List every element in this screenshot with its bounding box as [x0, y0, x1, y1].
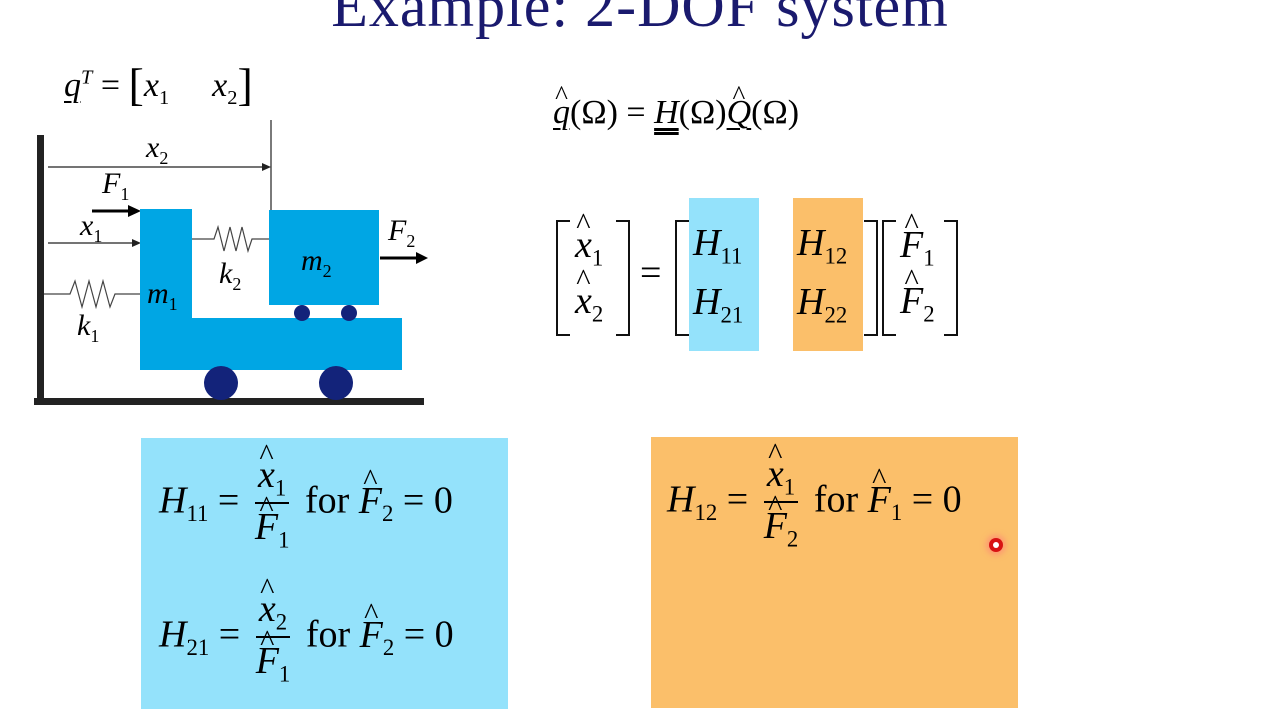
h21-definition: H21 = x2 F1 for F2 = 0 [159, 572, 454, 688]
right-bracket: ] [237, 59, 253, 110]
omega-arg-3: (Ω) [751, 94, 800, 131]
matrix-equals: = [640, 252, 662, 294]
x-vector-right-bracket [616, 220, 630, 336]
h-matrix-right-bracket [864, 220, 878, 336]
h21-fraction: x2 F1 [255, 572, 291, 688]
x1-symbol: x [143, 67, 159, 104]
mass-m1 [140, 209, 402, 370]
h22: H22 [797, 281, 848, 328]
spring-k1 [44, 278, 140, 310]
label-m2: m2 [301, 244, 332, 281]
x2-hat: x2 [575, 263, 603, 328]
x1-arrowhead [132, 239, 141, 247]
wall [37, 135, 44, 405]
wheel-m2-left [294, 305, 310, 321]
x2-arrowhead [262, 163, 271, 171]
f1-hat: F1 [900, 207, 935, 272]
omega-arg-1: (Ω) [570, 94, 618, 131]
h11-fraction: x1 F1 [254, 438, 290, 554]
x1-sub: 1 [158, 86, 170, 109]
q-vector-definition: qT = [x1 x2] [64, 58, 253, 111]
f-vector-left-bracket [882, 220, 896, 336]
q-hat-force-symbol: Q [727, 80, 752, 132]
h-column-2-highlight [793, 198, 863, 351]
f2-hat: F2 [900, 263, 935, 328]
omega-arg-2: (Ω) [678, 94, 727, 131]
f1-arrowhead [128, 205, 141, 217]
h12-definition: H12 = x1 F2 for F1 = 0 [667, 437, 962, 553]
x1-hat: x1 [575, 207, 603, 272]
h12-fraction: x1 F2 [763, 437, 799, 553]
ground [34, 398, 424, 405]
x2-symbol: x [212, 67, 228, 104]
equals-sign: = [100, 67, 121, 104]
orange-definition-box: H12 = x1 F2 for F1 = 0 [651, 437, 1018, 708]
x-vector-left-bracket [556, 220, 570, 336]
laser-pointer-icon [989, 538, 1003, 552]
h21: H21 [693, 281, 744, 328]
matrix-equation: x1 x2 = H11 H12 H21 H22 F1 F2 [550, 195, 970, 355]
frf-equation: q(Ω) = H(Ω)Q(Ω) [553, 80, 800, 132]
h11-definition: H11 = x1 F1 for F2 = 0 [159, 438, 453, 554]
left-bracket: [ [128, 59, 144, 110]
label-F2: F2 [387, 214, 415, 251]
h12: H12 [797, 222, 848, 269]
q-symbol: q [64, 67, 81, 104]
h-matrix-symbol: H [654, 94, 679, 131]
label-k1: k1 [77, 309, 99, 346]
label-k2: k2 [219, 257, 241, 294]
blue-definition-box: H11 = x1 F1 for F2 = 0 H21 = x2 F1 for F… [141, 438, 508, 709]
label-x1: x1 [79, 209, 102, 246]
h-matrix-left-bracket [675, 220, 689, 336]
label-x2: x2 [145, 131, 168, 168]
wheel-m2-right [341, 305, 357, 321]
two-dof-diagram: x2 F1 x1 F2 m2 k2 m1 k1 [34, 120, 428, 405]
slide-title: Example: 2-DOF system [331, 0, 949, 39]
h11: H11 [693, 222, 743, 269]
spring-k2 [192, 224, 269, 254]
label-m1: m1 [147, 277, 178, 314]
x2-sub: 2 [227, 86, 238, 109]
label-F1: F1 [101, 167, 129, 204]
f2-arrowhead [416, 252, 428, 264]
transpose-sup: T [81, 66, 93, 89]
q-hat-symbol: q [553, 80, 570, 132]
f-vector-right-bracket [944, 220, 958, 336]
wheel-m1-right [319, 366, 353, 400]
equals-sign: = [626, 94, 646, 131]
wheel-m1-left [204, 366, 238, 400]
mass-m2 [269, 210, 379, 305]
h-column-1-highlight [689, 198, 759, 351]
